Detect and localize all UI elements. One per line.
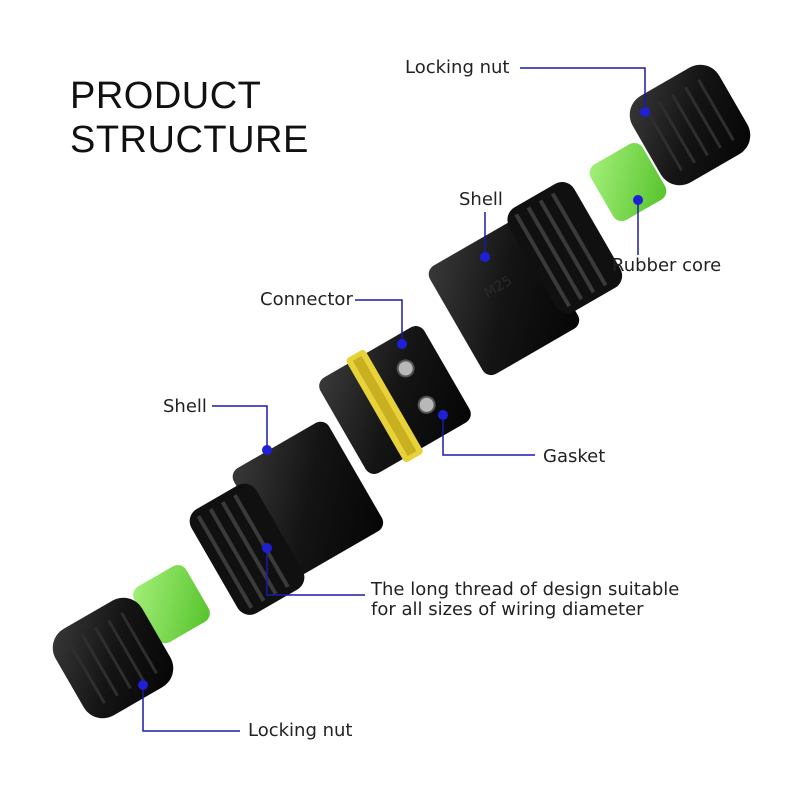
dot-shell-bottom (262, 445, 272, 455)
rubber-core-bottom-part (133, 565, 210, 644)
label-locking-nut-bottom: Locking nut (248, 720, 353, 741)
label-thread: The long thread of design suitable for a… (371, 580, 679, 620)
dot-locking-nut-bottom (138, 680, 148, 690)
leader-locking-nut-bottom (142, 685, 240, 732)
label-thread-line-1: The long thread of design suitable (371, 579, 680, 600)
dot-connector (397, 339, 407, 349)
label-locking-nut-top: Locking nut (405, 57, 510, 78)
leader-locking-nut-top (520, 67, 646, 110)
leader-connector (355, 299, 403, 342)
shell-top-part: M25 (428, 182, 623, 376)
dot-rubber-core (633, 195, 643, 205)
label-shell-top: Shell (459, 189, 503, 210)
label-rubber-core: Rubber core (612, 255, 722, 276)
leader-gasket (442, 415, 535, 456)
dot-shell-top (480, 252, 490, 262)
locking-nut-top-part (629, 64, 751, 186)
leader-lines (142, 67, 646, 732)
title-line-2: STRUCTURE (70, 119, 309, 161)
dot-gasket (438, 410, 448, 420)
shell-bottom-part (189, 421, 384, 615)
leader-thread (266, 548, 365, 596)
dot-thread (262, 543, 272, 553)
rubber-core-top-part (589, 142, 667, 222)
label-connector: Connector (260, 289, 353, 310)
label-shell-bottom: Shell (163, 396, 207, 417)
label-thread-line-2: for all sizes of wiring diameter (371, 599, 644, 620)
marker-dots (138, 107, 650, 690)
leader-shell-bottom (212, 405, 268, 448)
title-line-1: PRODUCT (70, 75, 262, 117)
page-title: PRODUCT STRUCTURE (70, 74, 309, 162)
connector-part (319, 326, 471, 474)
label-gasket: Gasket (543, 446, 606, 467)
dot-locking-nut-top (640, 107, 650, 117)
